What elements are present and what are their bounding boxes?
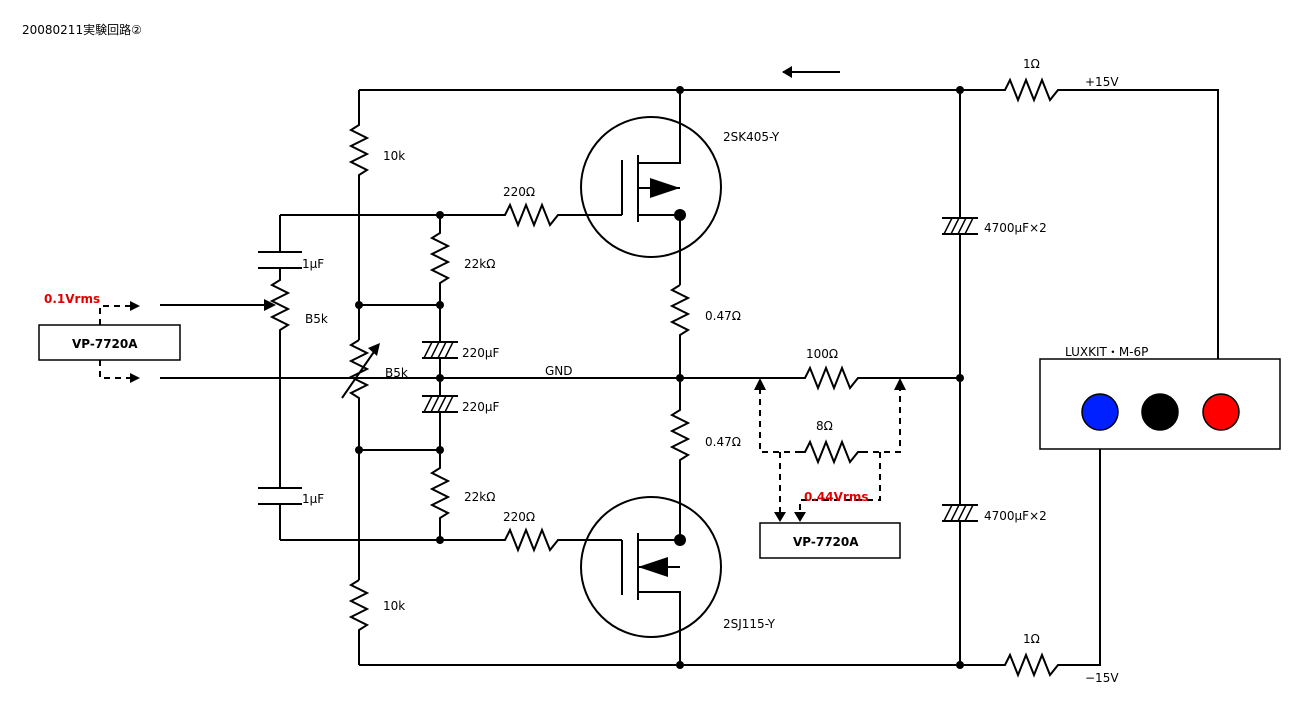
resistor-22k-top (429, 215, 451, 305)
dummy-probe-right-arrow (894, 378, 906, 390)
fet-bottom-body (580, 496, 722, 638)
negative-supply-label: −15V (1085, 671, 1119, 685)
supply-resistor-bottom-label: 1Ω (1023, 632, 1040, 646)
fet-bottom-label: 2SJ115-Y (723, 617, 776, 631)
bias-resistor-10k-bottom (348, 579, 370, 665)
source-resistor-bottom (669, 378, 691, 540)
resistor-22k-bottom-label: 22kΩ (464, 490, 495, 504)
output-meter-label: VP-7720A (793, 535, 859, 549)
bias-resistor-10k-top-label: 10k (383, 149, 405, 163)
cap220-top-hatch (423, 341, 454, 359)
source-resistor-top-label: 0.47Ω (705, 309, 741, 323)
cin-top-label: 1μF (302, 257, 324, 271)
gate-resistor-bottom (500, 527, 582, 553)
cap220-top-label: 220μF (462, 346, 500, 360)
positive-supply-label: +15V (1085, 75, 1119, 89)
psu-label: LUXKIT・M-6P (1065, 345, 1148, 359)
resistor-22k-bottom (429, 450, 451, 540)
bias-pot-arrow-head (368, 343, 380, 356)
diagram-title: 20080211実験回路② (22, 22, 142, 37)
output-probe-right-arrow (794, 512, 806, 522)
input-probe-bottom (99, 360, 130, 379)
input-level-label: 0.1Vrms (44, 292, 100, 306)
cin-bottom-label: 1μF (302, 492, 324, 506)
terminal-red (1202, 393, 1240, 431)
terminal-blue (1081, 393, 1119, 431)
junction-dots (355, 86, 964, 669)
bias-pot (348, 339, 370, 580)
dummy-probe-left-arrow (754, 378, 766, 390)
input-meter-label: VP-7720A (72, 337, 138, 351)
input-pot (269, 268, 291, 488)
load-resistor (800, 365, 960, 391)
fet-top-dot (674, 209, 686, 221)
fet-top-drain (638, 90, 681, 164)
output-probe-right (799, 452, 881, 512)
bigcap-bottom-label: 4700μF×2 (984, 509, 1047, 523)
gnd-label: GND (545, 364, 573, 378)
fet-bottom-arrow (638, 557, 668, 577)
dummy-load-resistor (800, 439, 862, 465)
fet-bottom-dot (674, 534, 686, 546)
dummy-load-wire-left (759, 388, 800, 453)
resistor-22k-top-label: 22kΩ (464, 257, 495, 271)
current-arrow-head (782, 66, 792, 78)
fet-top-label: 2SK405-Y (723, 130, 780, 144)
terminal-black (1141, 393, 1179, 431)
source-resistor-top (669, 284, 691, 378)
gate-resistor-top-label: 220Ω (503, 185, 535, 199)
bias-pot-arrow (341, 345, 379, 399)
input-pot-wiper (264, 299, 276, 311)
output-level-label: 0.44Vrms (804, 490, 868, 504)
source-resistor-bottom-label: 0.47Ω (705, 435, 741, 449)
input-probe-top-arrow (130, 301, 140, 311)
input-probe-top (99, 305, 130, 325)
supply-resistor-bottom (1000, 410, 1101, 678)
fet-top-source (638, 214, 681, 285)
bias-resistor-10k-bottom-label: 10k (383, 599, 405, 613)
input-pot-label: B5k (305, 312, 328, 326)
input-meter-box (38, 324, 181, 361)
cap220-bottom-label: 220μF (462, 400, 500, 414)
fet-top-arrow (650, 178, 680, 198)
cap220-bottom-hatch (423, 395, 454, 413)
load-resistor-label: 100Ω (806, 347, 838, 361)
fet-bottom-drain (638, 591, 681, 665)
fet-top-body (580, 116, 722, 258)
gate-resistor-bottom-label: 220Ω (503, 510, 535, 524)
input-probe-bottom-arrow (130, 373, 140, 383)
bigcap-top-hatch (943, 217, 974, 235)
output-probe-left-arrow (774, 512, 786, 522)
bigcap-bottom-hatch (943, 504, 974, 522)
gate-resistor-top (500, 202, 582, 228)
bias-pot-label: B5k (385, 366, 408, 380)
supply-resistor-top (1000, 77, 1219, 410)
dummy-load-label: 8Ω (816, 419, 833, 433)
output-meter-box (759, 522, 901, 559)
dummy-load-wire-right (862, 388, 901, 453)
bigcap-top-label: 4700μF×2 (984, 221, 1047, 235)
supply-resistor-top-label: 1Ω (1023, 57, 1040, 71)
bias-resistor-10k-top (348, 90, 370, 340)
